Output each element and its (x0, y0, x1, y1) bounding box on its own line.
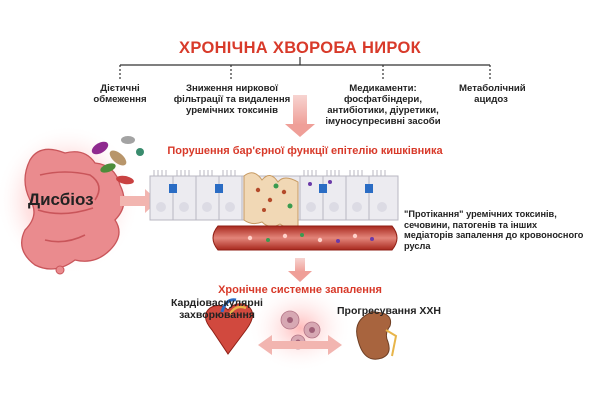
page-title: ХРОНІЧНА ХВОРОБА НИРОК (179, 39, 421, 57)
dysbiosis-label: Дисбіоз (28, 190, 94, 209)
inflammation-label: Хронічне системне запалення (218, 284, 382, 296)
barrier-dysfunction-label: Порушення бар'єрної функції епітелію киш… (167, 145, 443, 157)
factor-connectors (119, 57, 491, 80)
kidney-icon (356, 311, 398, 360)
down-arrow-2-icon (288, 258, 312, 282)
leak-label: "Протікання" уремічних токсинів, сечовин… (404, 209, 584, 251)
factor-acidosis: Метаболічний ацидоз (459, 83, 526, 106)
heart-icon (205, 298, 253, 355)
right-arrow-icon (120, 189, 158, 213)
intestine-illustration (0, 125, 140, 275)
factor-filtration: Зниження ниркової фільтрації та видаленн… (173, 83, 291, 117)
epithelium-illustration (149, 170, 399, 229)
down-arrow-icon (285, 95, 315, 137)
cardio-label: Кардіоваскулярні захворювання (171, 297, 263, 322)
bacteria-icon (91, 136, 144, 185)
double-arrow-icon (258, 335, 342, 355)
factor-diet: Дієтичні обмеження (93, 83, 147, 106)
ckd-progression-label: Прогресування ХХН (336, 305, 441, 317)
blood-vessel-illustration (212, 225, 398, 251)
factor-medications: Медикаменти: фосфатбіндери, антибіотики,… (325, 83, 441, 128)
